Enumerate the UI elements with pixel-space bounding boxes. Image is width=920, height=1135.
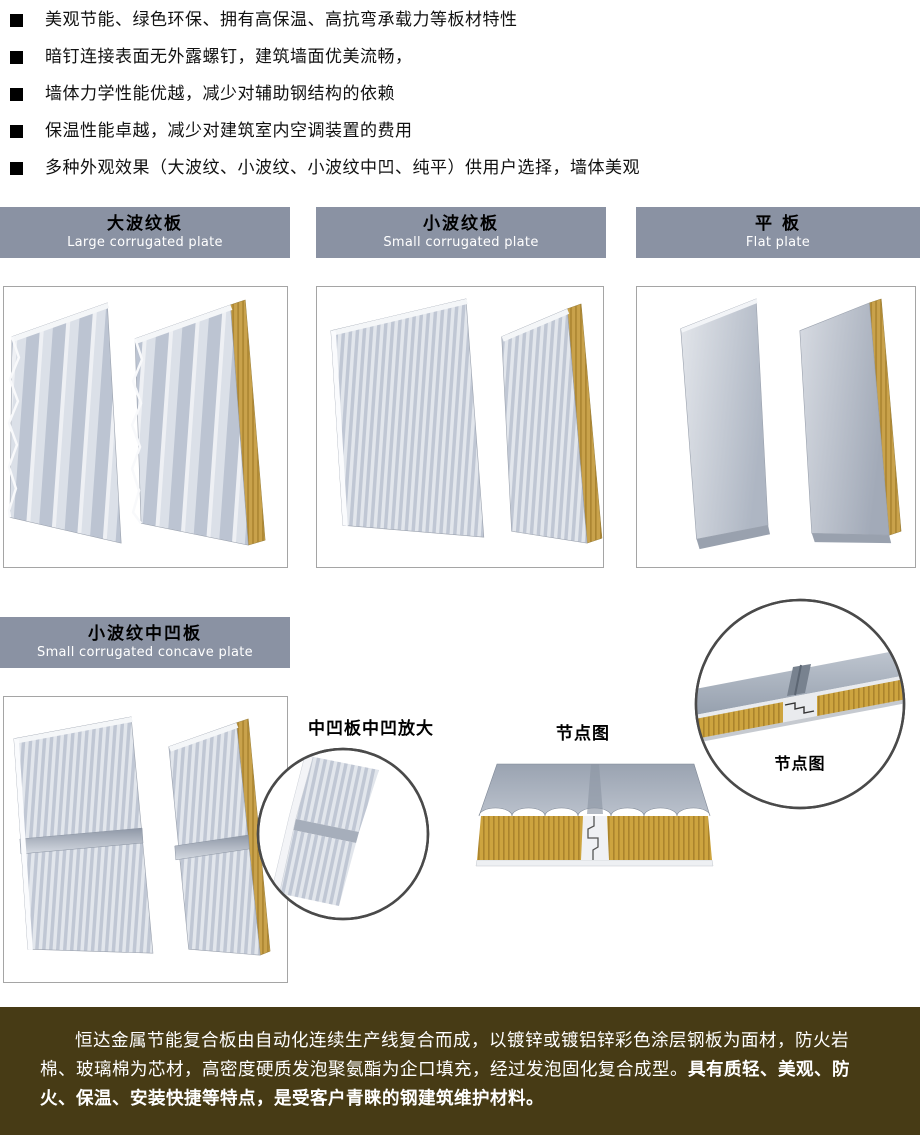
feature-item: 美观节能、绿色环保、拥有高保温、高抗弯承载力等板材特性 <box>10 10 905 31</box>
concave-zoom-image <box>256 747 430 921</box>
bullet-square-icon <box>10 125 23 138</box>
small-corrugated-panels-image <box>330 298 603 544</box>
footer-text-highlight: 具有质轻、美观、防火、保温、安装快捷等特点，是受客户青睐的钢建筑维护材料。 <box>40 1060 850 1109</box>
feature-text: 多种外观效果（大波纹、小波纹、小波纹中凹、纯平）供用户选择，墙体美观 <box>45 158 640 178</box>
flat-plate-image-box <box>636 286 916 568</box>
feature-item: 保温性能卓越，减少对建筑室内空调装置的费用 <box>10 121 905 142</box>
section-title-en: Small corrugated plate <box>383 235 539 250</box>
feature-list: 美观节能、绿色环保、拥有高保温、高抗弯承载力等板材特性 暗钉连接表面无外露螺钉，… <box>10 10 905 195</box>
flat-panel-right <box>799 298 902 544</box>
small-corrugated-image-box <box>316 286 604 568</box>
flat-plates-image <box>680 298 902 550</box>
node-detail-circle <box>693 597 907 811</box>
bullet-square-icon <box>10 51 23 64</box>
node-circle-label: 节点图 <box>774 754 826 773</box>
node-diagram-label: 节点图 <box>556 724 610 744</box>
bullet-square-icon <box>10 14 23 27</box>
footer-text-intro: 恒达金属节能复合板由自动化连续生产线复合而成，以镀锌或镀铝锌彩色涂层钢板为面材，… <box>40 1031 849 1080</box>
concave-panels-image <box>13 716 271 956</box>
feature-item: 墙体力学性能优越，减少对辅助钢结构的依赖 <box>10 84 905 105</box>
feature-text: 美观节能、绿色环保、拥有高保温、高抗弯承载力等板材特性 <box>45 10 518 30</box>
feature-text: 暗钉连接表面无外露螺钉，建筑墙面优美流畅， <box>45 47 413 67</box>
bullet-square-icon <box>10 88 23 101</box>
concave-plate-image-box <box>3 696 288 983</box>
feature-text: 墙体力学性能优越，减少对辅助钢结构的依赖 <box>45 84 395 104</box>
concave-panel-right <box>168 718 271 956</box>
concave-panel-left <box>13 716 154 954</box>
node-diagram-image <box>475 763 714 867</box>
flat-panel-left <box>680 298 771 550</box>
footer-paragraph: 恒达金属节能复合板由自动化连续生产线复合而成，以镀锌或镀铝锌彩色涂层钢板为面材，… <box>0 1007 920 1114</box>
section-title-cn: 平 板 <box>755 214 801 234</box>
section-title-en: Large corrugated plate <box>67 235 223 250</box>
section-title-cn: 小波纹板 <box>423 214 499 234</box>
section-header-small-corrugated: 小波纹板 Small corrugated plate <box>316 207 606 258</box>
small-panel-left <box>330 298 485 538</box>
section-title-cn: 小波纹中凹板 <box>88 624 202 644</box>
section-title-cn: 大波纹板 <box>107 214 183 234</box>
large-panel-left <box>7 302 122 544</box>
section-title-en: Small corrugated concave plate <box>37 645 253 660</box>
feature-text: 保温性能卓越，减少对建筑室内空调装置的费用 <box>45 121 413 141</box>
large-corrugated-image-box <box>3 286 288 568</box>
section-header-flat-plate: 平 板 Flat plate <box>636 207 920 258</box>
node-diagram-image-wrap <box>473 752 716 872</box>
section-header-concave-plate: 小波纹中凹板 Small corrugated concave plate <box>0 617 290 668</box>
section-header-large-corrugated: 大波纹板 Large corrugated plate <box>0 207 290 258</box>
large-corrugated-panels-image <box>7 299 266 546</box>
feature-item: 暗钉连接表面无外露螺钉，建筑墙面优美流畅， <box>10 47 905 68</box>
concave-zoom-label: 中凹板中凹放大 <box>308 719 434 739</box>
large-panel-right <box>130 299 266 546</box>
node-detail-image <box>694 598 906 810</box>
footer-banner: 恒达金属节能复合板由自动化连续生产线复合而成，以镀锌或镀铝锌彩色涂层钢板为面材，… <box>0 1007 920 1135</box>
section-title-en: Flat plate <box>745 235 811 250</box>
feature-item: 多种外观效果（大波纹、小波纹、小波纹中凹、纯平）供用户选择，墙体美观 <box>10 158 905 179</box>
bullet-square-icon <box>10 162 23 175</box>
concave-zoom-circle <box>255 746 431 922</box>
small-panel-right <box>501 303 603 544</box>
